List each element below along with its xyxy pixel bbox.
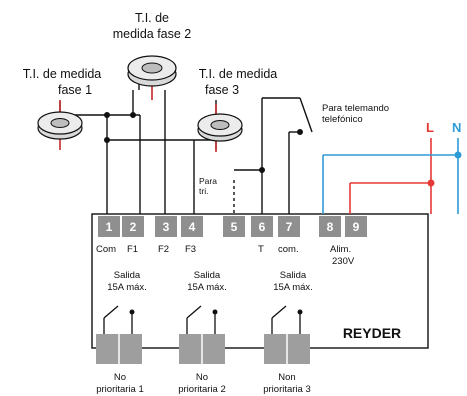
output-3-name-line2: prioritaria 3 [263, 384, 311, 395]
output-3-name-line1: Non [278, 372, 295, 383]
para-tri-line2: tri. [199, 186, 208, 196]
junction-dots [104, 112, 303, 173]
brand-label: REYDER [343, 325, 401, 341]
output-2: Salida 15A máx. No prioritaria 2 [178, 270, 227, 395]
ti3-label-line1: T.I. de medida [199, 67, 278, 81]
label-alim: Alim. [330, 244, 351, 255]
label-f2: F2 [158, 244, 169, 255]
output-1-name-line1: No [114, 372, 126, 383]
transformer-2 [127, 55, 177, 100]
terminal-5-number: 5 [231, 220, 238, 234]
terminal-6-number: 6 [259, 220, 266, 234]
ti2-label-line2: medida fase 2 [113, 27, 192, 41]
terminal-6: 6 [251, 216, 273, 237]
terminal-7-number: 7 [286, 220, 293, 234]
output-1-title-line2: 15A máx. [107, 282, 147, 293]
neutral-junction [454, 151, 462, 159]
ti1-label-line1: T.I. de medida [23, 67, 102, 81]
terminal-8-number: 8 [327, 220, 334, 234]
supply-wiring [322, 138, 459, 214]
remote-label-line2: telefónico [322, 114, 363, 125]
label-f3: F3 [185, 244, 196, 255]
terminal-1-number: 1 [106, 220, 113, 234]
output-2-name-line1: No [196, 372, 208, 383]
output-3-title-line2: 15A máx. [273, 282, 313, 293]
output-3: Salida 15A máx. Non prioritaria 3 [263, 270, 313, 395]
output-1-title-line1: Salida [114, 270, 141, 281]
terminal-2: 2 [122, 216, 144, 237]
neutral-N-label: N [452, 120, 461, 135]
output-1: Salida 15A máx. No prioritaria 1 [96, 270, 147, 395]
terminal-9: 9 [345, 216, 367, 237]
terminal-3-number: 3 [163, 220, 170, 234]
phase-L-label: L [426, 120, 434, 135]
label-com: Com [96, 244, 116, 255]
ti1-label-line2: fase 1 [58, 83, 92, 97]
label-t: T [258, 244, 264, 255]
phase-junction [427, 179, 435, 187]
output-2-title-line2: 15A máx. [187, 282, 227, 293]
wiring [59, 59, 313, 214]
label-com2: com. [278, 244, 299, 255]
terminal-4-number: 4 [189, 220, 196, 234]
label-f1: F1 [127, 244, 138, 255]
terminal-9-number: 9 [353, 220, 360, 234]
transformer-1 [37, 100, 83, 150]
terminal-4: 4 [181, 216, 203, 237]
terminal-strip: 1 2 3 4 5 6 7 8 9 [98, 216, 367, 237]
terminal-8: 8 [319, 216, 341, 237]
label-230v: 230V [332, 256, 355, 267]
output-3-title-line1: Salida [280, 270, 307, 281]
output-2-name-line2: prioritaria 2 [178, 384, 226, 395]
terminal-5: 5 [223, 216, 245, 237]
para-tri-line1: Para [199, 176, 217, 186]
terminal-3: 3 [155, 216, 177, 237]
transformer-3 [197, 104, 243, 152]
remote-label-line1: Para telemando [322, 103, 389, 114]
terminal-1: 1 [98, 216, 120, 237]
ti2-label-line1: T.I. de [135, 11, 169, 25]
output-1-name-line2: prioritaria 1 [96, 384, 144, 395]
terminal-2-number: 2 [130, 220, 137, 234]
terminal-7: 7 [278, 216, 300, 237]
ti3-label-line2: fase 3 [205, 83, 239, 97]
output-2-title-line1: Salida [194, 270, 221, 281]
